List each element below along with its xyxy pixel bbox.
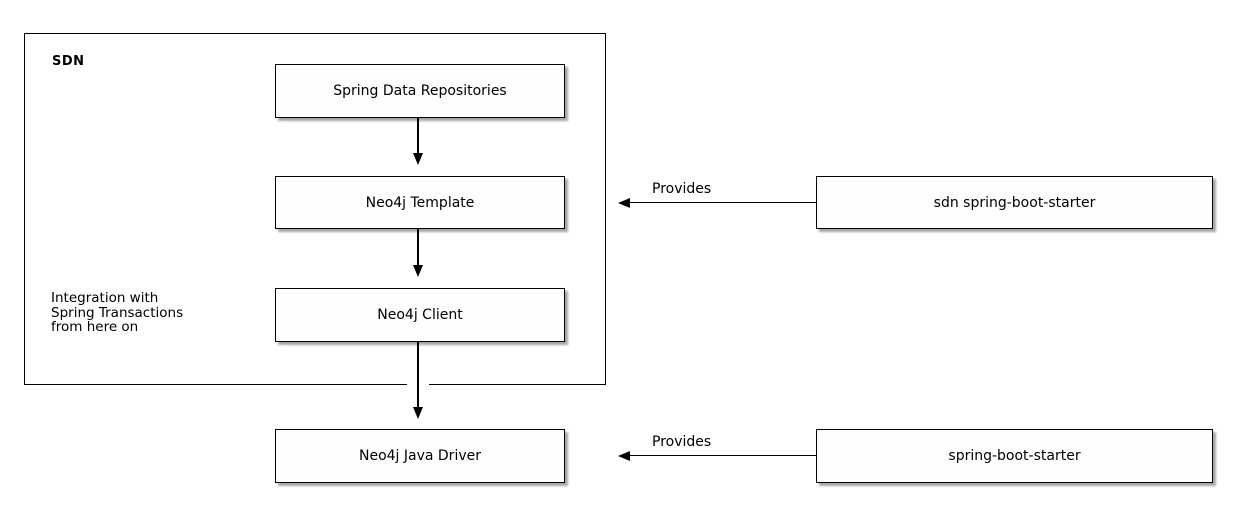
note-line-1: Integration with [51,290,159,306]
node-neo4j-template: Neo4j Template [275,176,565,229]
arrow-line-repositories-to-template [417,118,419,154]
node-label: Neo4j Template [365,194,475,211]
arrow-line-template-to-client [417,229,419,266]
arrow-line-sdn-starter-provides [630,201,816,203]
note-line-3: from here on [51,319,139,335]
arrowhead-left [618,450,630,461]
arrowhead-down [413,265,423,277]
note-integration-with-spring-transactions: Integration with Spring Transactions fro… [51,291,183,335]
node-label: spring-boot-starter [948,448,1081,464]
sdn-frame [24,33,606,385]
edge-label-provides-bottom: Provides [652,434,712,450]
node-label: sdn spring-boot-starter [933,194,1096,211]
arrow-line-client-to-java-driver [417,342,419,408]
edge-label-provides-top: Provides [652,181,712,197]
note-line-2: Spring Transactions [51,304,184,321]
node-label: Neo4j Java Driver [358,448,481,464]
arrowhead-down [413,407,423,419]
node-spring-boot-starter: spring-boot-starter [816,429,1213,483]
sdn-frame-label: SDN [52,54,85,69]
arrowhead-left [618,197,630,208]
node-neo4j-client: Neo4j Client [275,288,565,342]
arrow-line-spring-starter-provides [630,454,816,456]
node-neo4j-java-driver: Neo4j Java Driver [275,429,565,483]
arrowhead-down [413,153,423,165]
node-label: Spring Data Repositories [333,83,507,99]
node-sdn-spring-boot-starter: sdn spring-boot-starter [816,176,1213,229]
node-spring-data-repositories: Spring Data Repositories [275,64,565,118]
node-label: Neo4j Client [377,307,463,323]
